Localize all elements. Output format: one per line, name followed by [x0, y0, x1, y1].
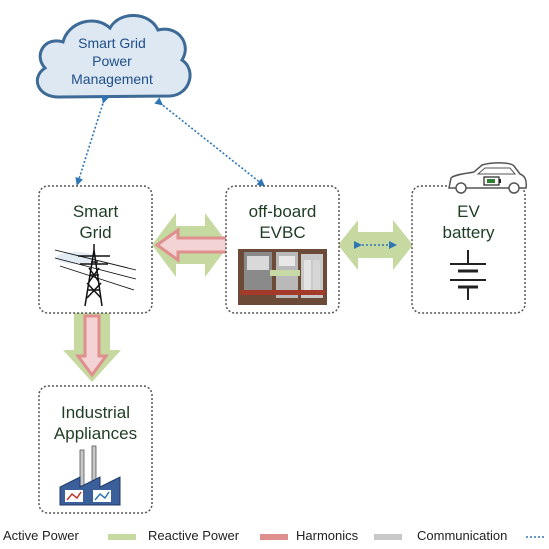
legend-active-label: Active Power: [3, 528, 79, 543]
smart-grid-label-line1: Smart: [72, 202, 119, 221]
industrial-label: Industrial Appliances: [39, 402, 152, 444]
power-arrow-grid-evbc: [152, 213, 230, 277]
evbc-photo: [238, 249, 327, 305]
transmission-tower-icon: [54, 244, 137, 307]
evbc-label: off-board EVBC: [226, 201, 339, 243]
ev-battery-box: [411, 185, 526, 314]
legend-swatch-reactive: [260, 534, 288, 540]
comm-arrow-cloud-grid: [75, 94, 110, 186]
ev-battery-label-line2: battery: [442, 223, 495, 242]
cloud-label-line1: Smart Grid: [78, 35, 146, 51]
cloud-label-line2: Power: [92, 53, 132, 69]
cloud-label: Smart Grid Power Management: [48, 34, 176, 88]
ev-battery-label-line1: EV: [457, 202, 480, 221]
legend-communication-label: Communication: [417, 528, 508, 543]
legend-reactive-label: Reactive Power: [148, 528, 240, 543]
factory-icon: [59, 445, 121, 506]
car-icon: [448, 162, 527, 194]
smart-grid-box: [38, 185, 153, 314]
legend-harmonics-label: Harmonics: [296, 528, 359, 543]
industrial-label-line2: Appliances: [53, 424, 138, 443]
cloud-shape: [35, 14, 192, 99]
power-arrow-evbc-battery: [338, 220, 413, 270]
cloud-label-line3: Management: [71, 71, 153, 87]
smart-grid-label: Smart Grid: [39, 201, 152, 243]
industrial-label-line1: Industrial: [61, 403, 130, 422]
legend-swatch-active: [108, 534, 136, 540]
ev-battery-label: EV battery: [412, 201, 525, 243]
legend: Active Power Reactive Power Harmonics Co…: [0, 528, 549, 546]
evbc-label-line1: off-board: [248, 202, 317, 221]
evbc-label-line2: EVBC: [259, 223, 306, 242]
battery-symbol-icon: [450, 250, 486, 300]
comm-arrow-cloud-evbc: [154, 97, 266, 187]
smart-grid-label-line2: Grid: [79, 223, 112, 242]
power-arrow-grid-industrial: [63, 312, 121, 382]
legend-swatch-harmonics: [374, 534, 402, 540]
